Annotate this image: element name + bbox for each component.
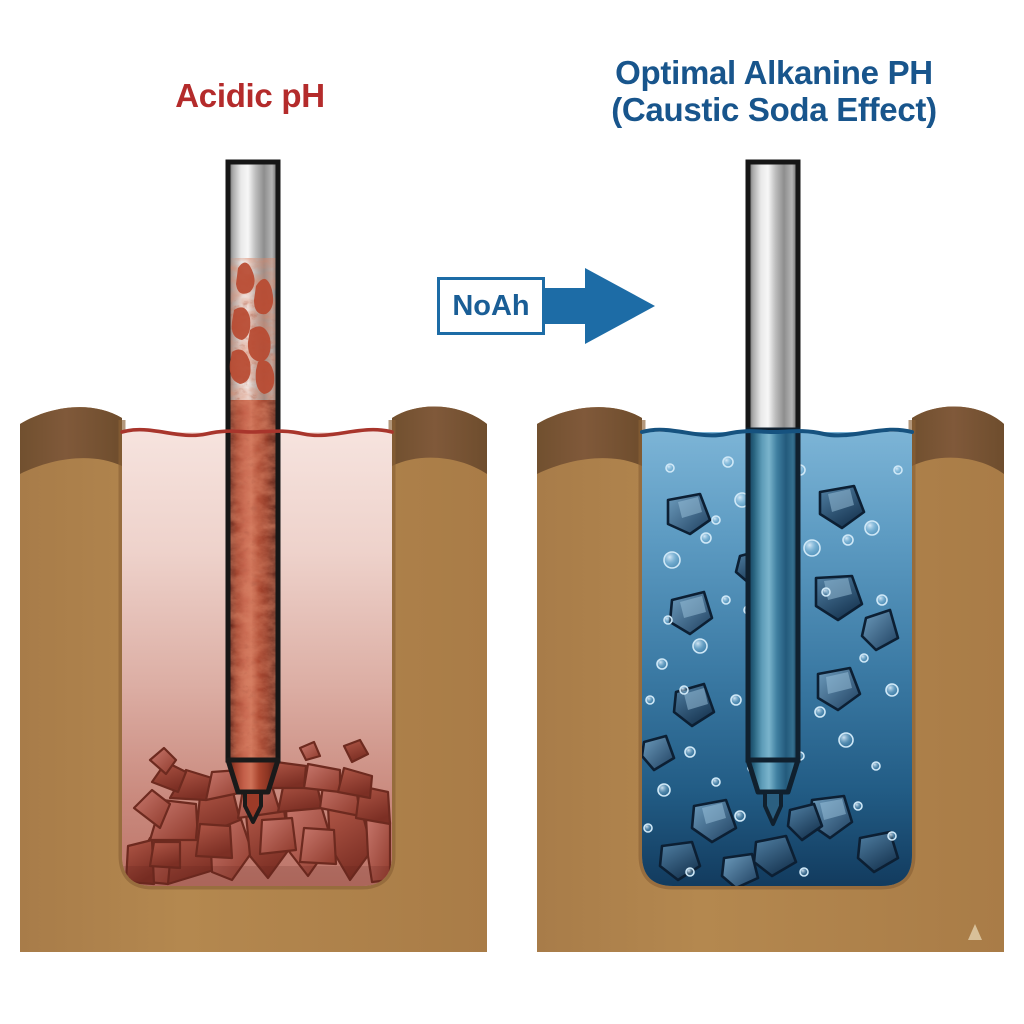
rod-shaft-above-fluid [745, 159, 801, 437]
bubble [663, 615, 673, 625]
bubble [871, 761, 881, 771]
rod-shaft-submerged [745, 427, 801, 763]
rod-bit-taper [745, 757, 801, 795]
cutting [720, 852, 760, 886]
noah-label-box[interactable]: NoAh [437, 277, 545, 335]
bubble [679, 685, 689, 695]
bubble [722, 456, 734, 468]
right-drill-rod [745, 159, 801, 826]
bubble [893, 465, 903, 475]
bubble [684, 746, 696, 758]
rod-rust-patches [229, 262, 275, 394]
cutting [302, 762, 342, 794]
cutting [364, 814, 392, 884]
bubble [853, 801, 863, 811]
bubble [838, 732, 854, 748]
bubble [656, 658, 668, 670]
left-fluid-group [122, 432, 392, 886]
bubble [734, 810, 746, 822]
bubble [730, 694, 742, 706]
bubble [859, 653, 869, 663]
left-fluid-surface-line [120, 427, 394, 438]
cutting-chip [342, 738, 370, 764]
right-fluid-surface-line [640, 427, 914, 438]
bubble [842, 534, 854, 546]
bubble [665, 463, 675, 473]
bubble [803, 539, 821, 557]
bubble [799, 867, 809, 877]
bubble [887, 831, 897, 841]
bubble [700, 532, 712, 544]
bubble [864, 520, 880, 536]
right-panel-title-line1: Optimal Alkanine PH [615, 54, 933, 91]
bubble [692, 638, 708, 654]
cutting [642, 734, 676, 772]
soil-artifact-triangle [968, 924, 982, 940]
bubble [814, 706, 826, 718]
rod-bit-taper [225, 757, 281, 795]
cutting-highlights [678, 489, 854, 824]
left-topsoil [20, 407, 122, 474]
left-topsoil-right [392, 406, 487, 474]
bubble [711, 515, 721, 525]
left-settled-cuttings [124, 738, 392, 886]
cutting [786, 802, 824, 842]
cutting [258, 816, 298, 856]
cutting [194, 822, 234, 860]
bubble [821, 587, 831, 597]
right-subsoil [537, 406, 1004, 952]
cutting-chip [298, 740, 322, 762]
bubble [685, 867, 695, 877]
cutting [336, 766, 374, 800]
bubble [885, 683, 899, 697]
cutting [298, 826, 338, 866]
noah-arrow[interactable] [541, 268, 655, 344]
cutting-chip [148, 746, 178, 776]
right-panel-title-line2: (Caustic Soda Effect) [611, 90, 937, 128]
bubble [721, 595, 731, 605]
arrow-shape [541, 268, 655, 344]
cutting [148, 840, 182, 870]
cutting [132, 788, 172, 830]
left-drill-rod [225, 159, 281, 824]
bubble [643, 823, 653, 833]
bubble [876, 594, 888, 606]
rod-bit-tip [243, 790, 263, 824]
rod-bit-tip [763, 790, 783, 826]
bubble [663, 551, 681, 569]
bubble [711, 777, 721, 787]
cutting [860, 608, 900, 652]
bubble [645, 695, 655, 705]
noah-label-text: NoAh [452, 289, 530, 322]
right-topsoil-right [912, 406, 1004, 474]
bubble [657, 783, 671, 797]
right-topsoil [537, 407, 642, 474]
right-panel-title: Optimal Alkanine PH (Caustic Soda Effect… [524, 54, 1024, 129]
left-panel-title: Acidic pH [175, 77, 325, 114]
cutting [856, 830, 900, 874]
